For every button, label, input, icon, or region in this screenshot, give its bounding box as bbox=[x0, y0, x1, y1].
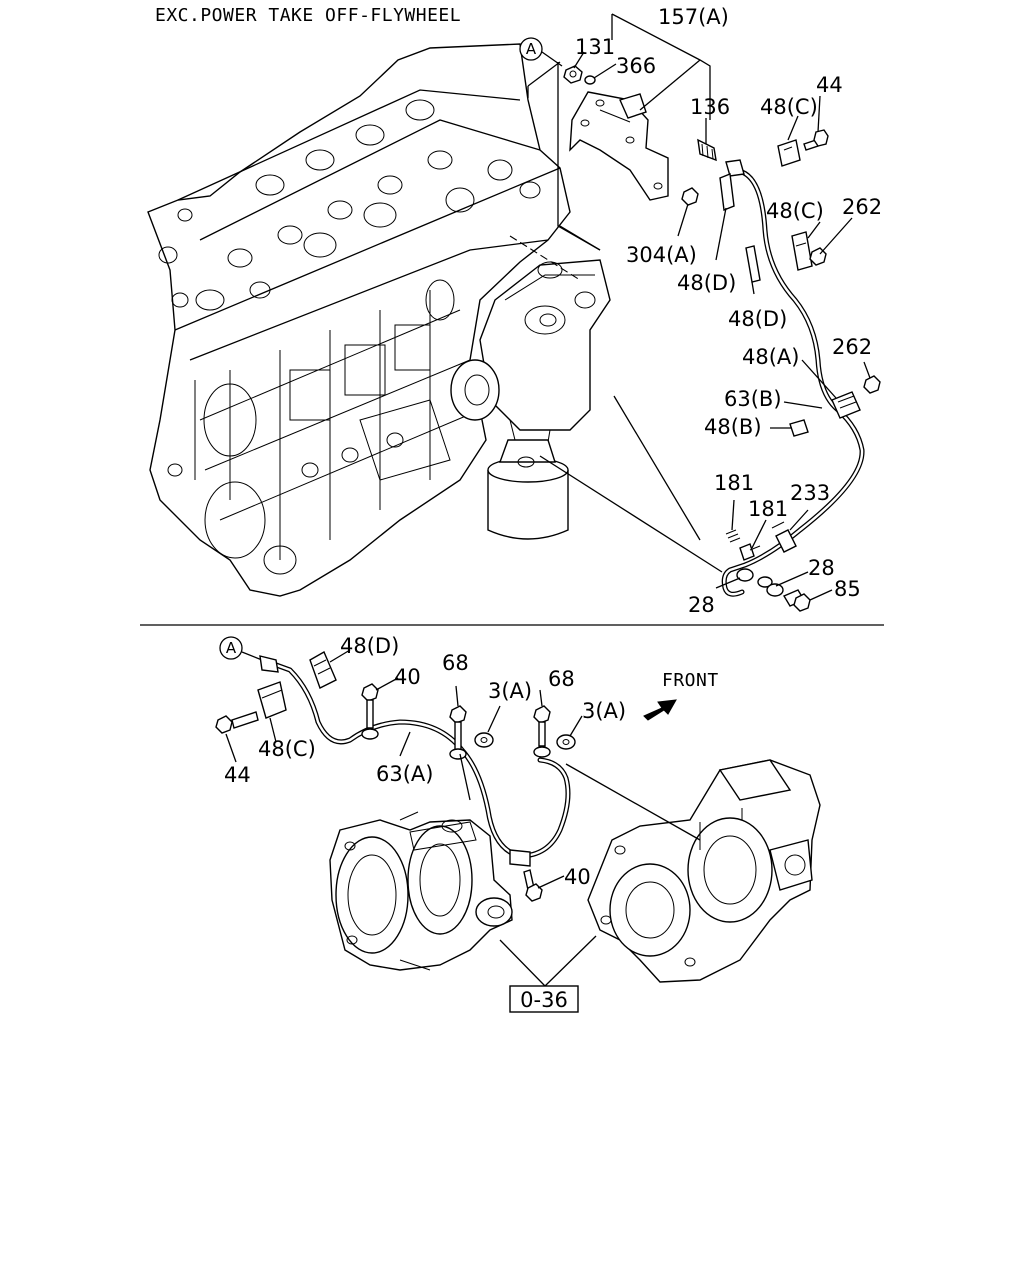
callout-48a: 48(A) bbox=[742, 345, 799, 369]
turbocharger-right bbox=[587, 759, 821, 983]
callout-262-mid: 262 bbox=[832, 335, 872, 359]
callout-40-b: 40 bbox=[564, 865, 591, 889]
diagram-title: EXC.POWER TAKE OFF-FLYWHEEL bbox=[155, 5, 461, 26]
callout-48c-lower: 48(C) bbox=[258, 737, 316, 761]
callout-48c-top: 48(C) bbox=[760, 95, 818, 119]
clip-48d-upper bbox=[719, 173, 735, 211]
callout-48d-lower: 48(D) bbox=[340, 634, 399, 658]
clip-48a bbox=[831, 391, 861, 419]
callout-63a: 63(A) bbox=[376, 762, 433, 786]
bolt-40-a bbox=[361, 683, 379, 740]
front-arrow-icon bbox=[643, 699, 677, 721]
gasket-181-b bbox=[739, 543, 761, 561]
callout-262-top: 262 bbox=[842, 195, 882, 219]
front-label: FRONT bbox=[662, 670, 719, 691]
clip-48d-lower bbox=[309, 651, 337, 689]
ref-marker-a-lower: A bbox=[219, 636, 243, 660]
clip-48c-mid bbox=[791, 231, 813, 271]
callout-366: 366 bbox=[616, 54, 656, 78]
callout-304a: 304(A) bbox=[626, 243, 697, 267]
washer-28-a bbox=[736, 568, 754, 582]
callout-181-a: 181 bbox=[714, 471, 754, 495]
svg-text:A: A bbox=[226, 639, 237, 657]
bolt-44-top bbox=[803, 129, 829, 151]
oil-pipe-63a bbox=[259, 655, 571, 867]
callout-131: 131 bbox=[575, 35, 615, 59]
callout-181-b: 181 bbox=[748, 497, 788, 521]
clip-48d-mid bbox=[745, 245, 761, 283]
callout-48c-mid: 48(C) bbox=[766, 199, 824, 223]
callout-labels: 157(A) 131 366 136 48(C) 44 48(C) 262 30… bbox=[224, 5, 882, 889]
ref-marker-a-upper: A bbox=[519, 37, 543, 61]
clip-48c-lower bbox=[257, 681, 287, 719]
bracket-157a bbox=[557, 62, 669, 251]
callout-48d-a: 48(D) bbox=[677, 271, 736, 295]
bolt-68-b bbox=[533, 705, 551, 758]
washer-3a-a bbox=[474, 732, 494, 748]
oil-filter bbox=[487, 439, 569, 540]
bolt-40-b bbox=[523, 869, 543, 902]
fitting-233 bbox=[771, 521, 797, 553]
callout-157a: 157(A) bbox=[658, 5, 729, 29]
callout-233: 233 bbox=[790, 481, 830, 505]
svg-text:A: A bbox=[526, 40, 537, 58]
bolt-85 bbox=[782, 589, 811, 612]
engine-block bbox=[147, 43, 571, 597]
callout-48b: 48(B) bbox=[704, 415, 762, 439]
page-ref-label: 0-36 bbox=[520, 988, 568, 1012]
callout-44-lower: 44 bbox=[224, 763, 251, 787]
callout-40-a: 40 bbox=[394, 665, 421, 689]
nut-262-mid bbox=[863, 375, 881, 394]
washer-3a-b bbox=[556, 734, 576, 750]
gasket-181-a bbox=[725, 529, 741, 543]
clip-48b bbox=[789, 419, 809, 437]
callout-68-a: 68 bbox=[442, 651, 469, 675]
washer-366 bbox=[584, 75, 596, 85]
callout-28-a: 28 bbox=[688, 593, 715, 617]
bolt-44-lower bbox=[215, 711, 259, 734]
nut-131 bbox=[563, 65, 583, 84]
clip-48c-top bbox=[777, 139, 801, 167]
bolt-304a bbox=[681, 187, 699, 206]
washer-28-b-inner bbox=[757, 576, 773, 588]
washer-28-b bbox=[766, 583, 784, 597]
page-ref-box bbox=[509, 985, 579, 1013]
callout-28-b: 28 bbox=[808, 556, 835, 580]
turbocharger-left bbox=[329, 811, 513, 971]
callout-85: 85 bbox=[834, 577, 861, 601]
callout-48d-b: 48(D) bbox=[728, 307, 787, 331]
callout-3a-a: 3(A) bbox=[488, 679, 532, 703]
callout-44-top: 44 bbox=[816, 73, 843, 97]
fitting-136 bbox=[697, 138, 717, 162]
oil-pipe-63b bbox=[721, 159, 865, 597]
bolt-68-a bbox=[449, 705, 467, 760]
callout-136: 136 bbox=[690, 95, 730, 119]
callout-3a-b: 3(A) bbox=[582, 699, 626, 723]
callout-63b: 63(B) bbox=[724, 387, 782, 411]
callout-68-b: 68 bbox=[548, 667, 575, 691]
